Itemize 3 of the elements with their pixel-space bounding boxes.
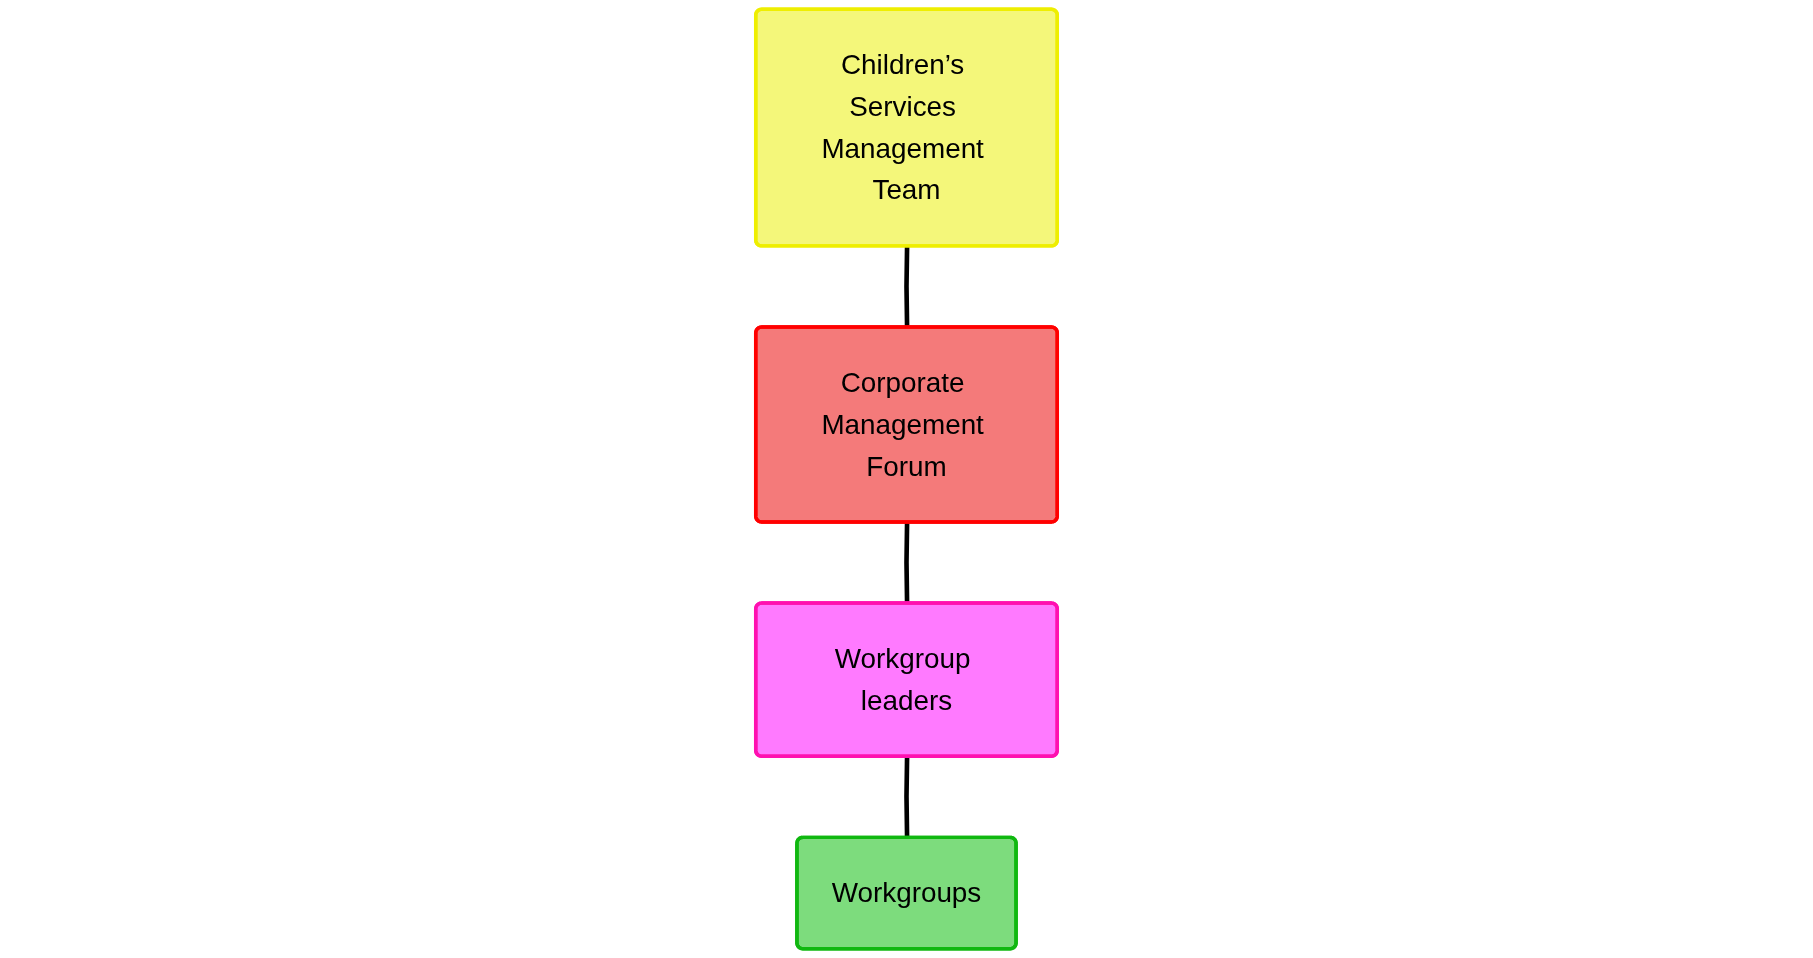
connector <box>904 756 910 838</box>
connector <box>904 246 910 328</box>
connector <box>904 522 910 604</box>
